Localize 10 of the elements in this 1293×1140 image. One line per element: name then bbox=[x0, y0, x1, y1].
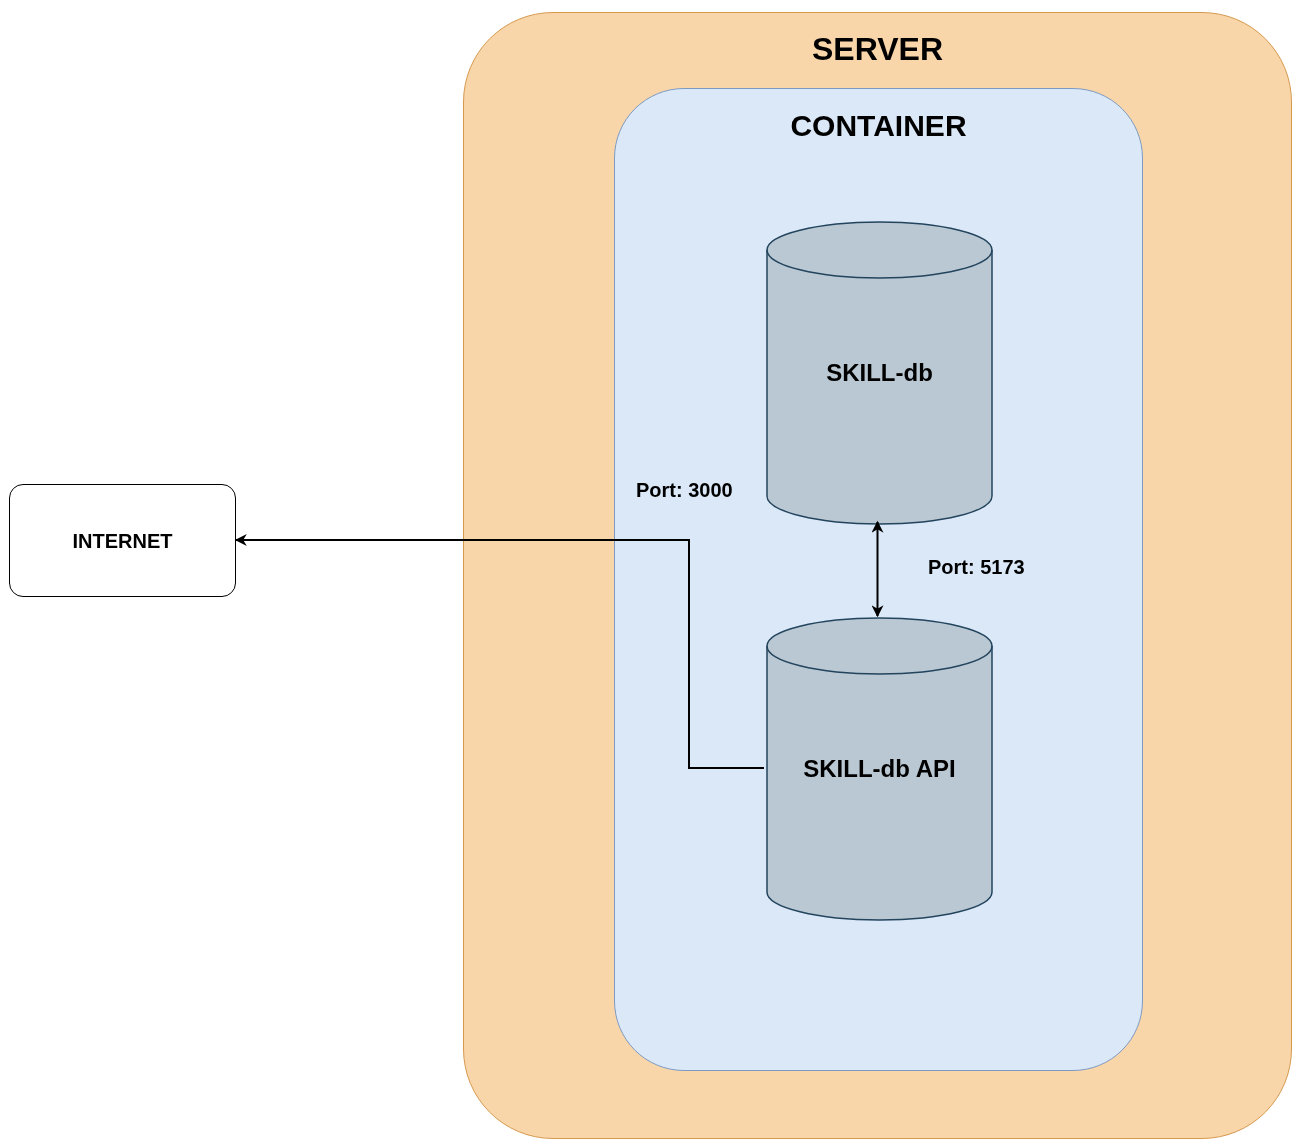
node-label: SKILL-db API bbox=[802, 755, 957, 783]
node-label: SKILL-db bbox=[825, 359, 934, 387]
node-label: CONTAINER bbox=[789, 109, 968, 143]
connector-arrow bbox=[234, 534, 765, 769]
container-panel bbox=[614, 88, 1143, 1071]
node-label: INTERNET bbox=[71, 529, 174, 552]
server-container bbox=[463, 12, 1292, 1139]
connector-arrow bbox=[871, 520, 884, 618]
process-box bbox=[9, 484, 236, 597]
node-label: SERVER bbox=[811, 31, 944, 68]
